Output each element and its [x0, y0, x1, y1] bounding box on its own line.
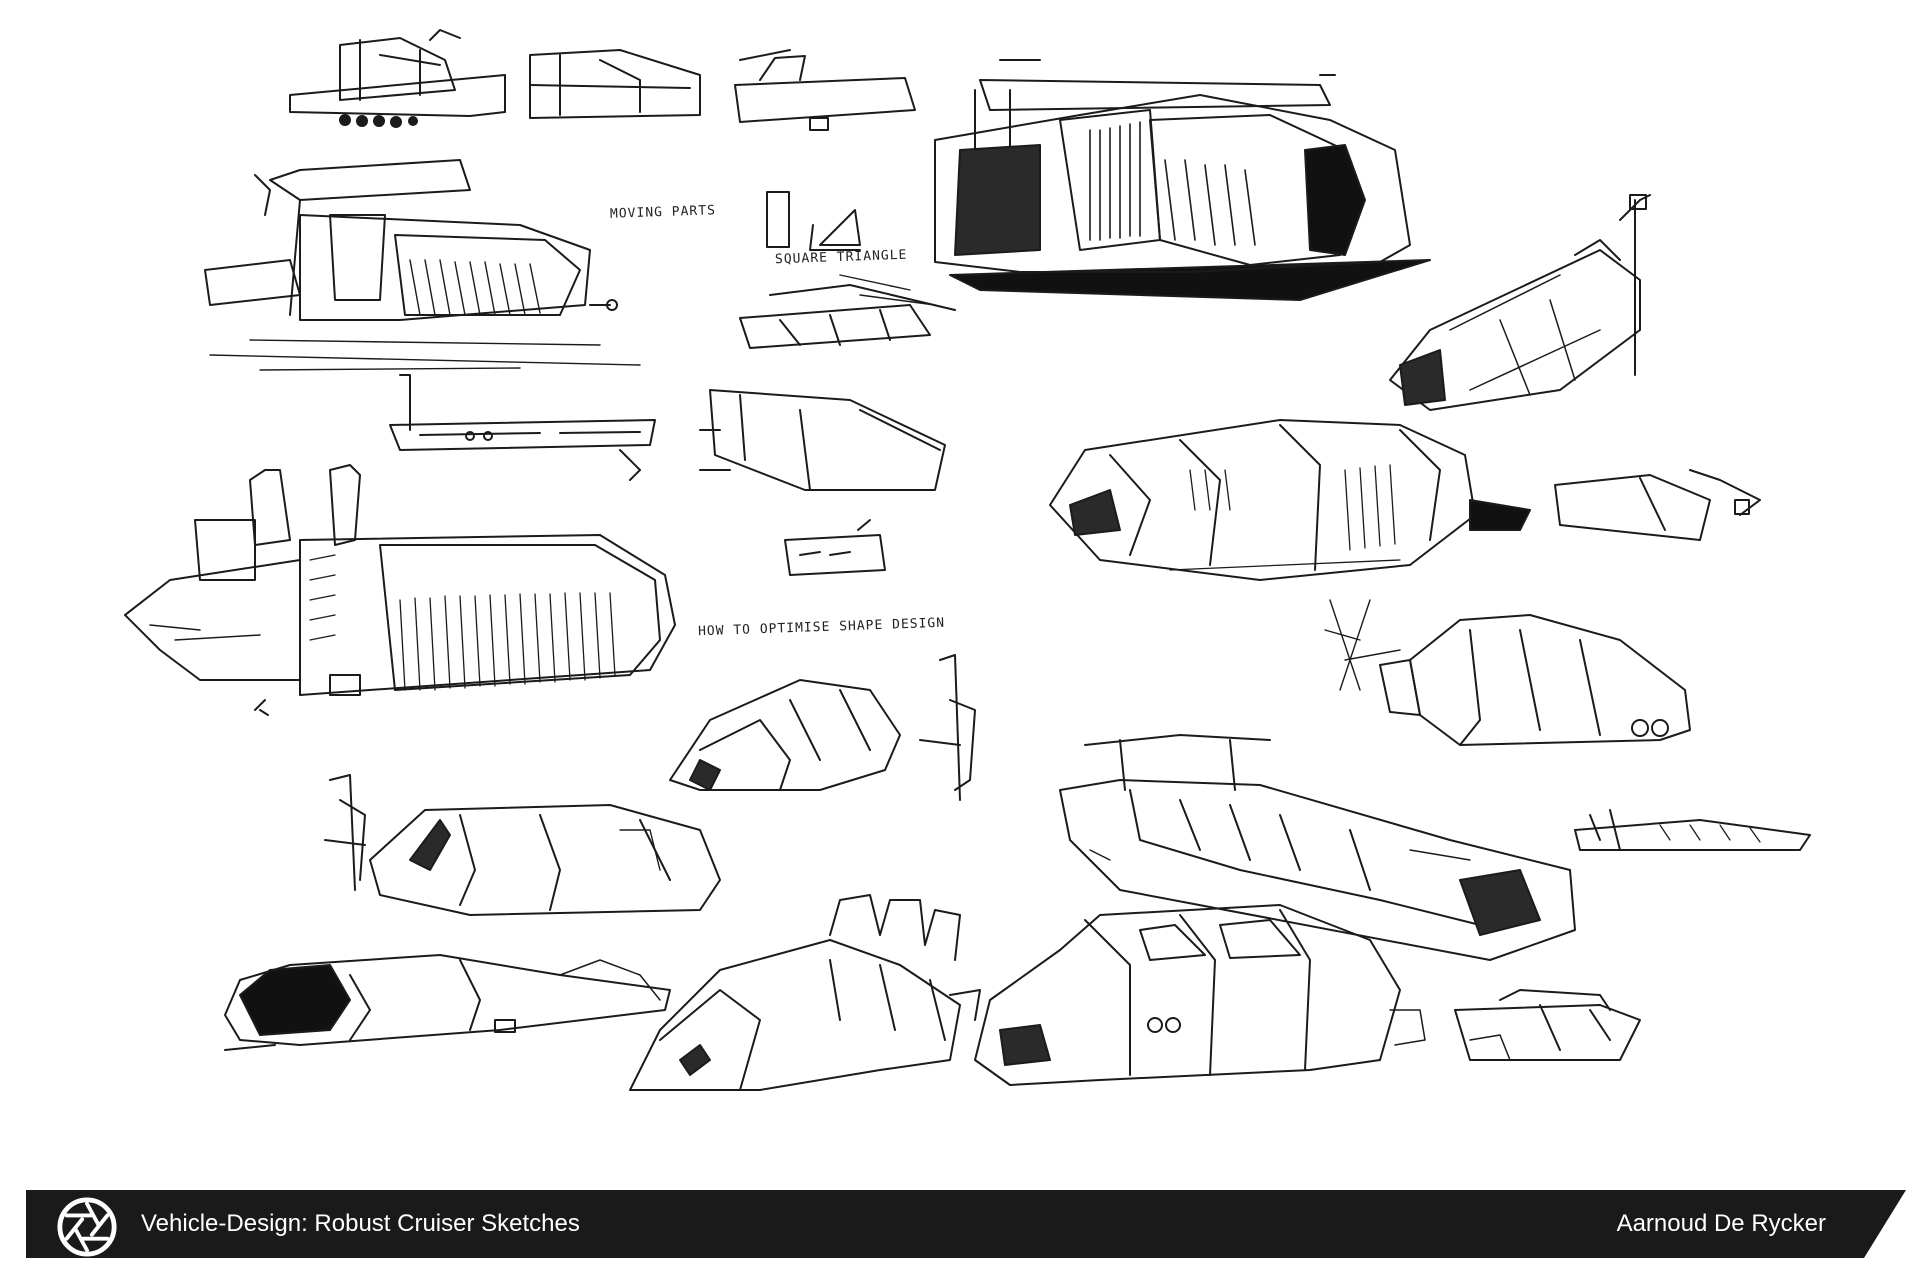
rotor-pod-sketch	[1324, 599, 1691, 746]
cabin-cruiser-sketch	[974, 904, 1426, 1086]
side-profile-sketch	[389, 374, 656, 481]
small-block-sketch	[1454, 989, 1641, 1061]
open-deck-boat-sketch	[1059, 734, 1576, 961]
footer-bar: Vehicle-Design: Robust Cruiser Sketches …	[26, 1190, 1906, 1258]
long-pod-cruiser-sketch	[1049, 419, 1531, 581]
tracked-vehicle-sketch	[289, 29, 506, 128]
crane-arm-pod-sketch	[669, 654, 976, 801]
inked-hover-truck-sketch	[934, 59, 1431, 301]
page-title: Vehicle-Design: Robust Cruiser Sketches	[141, 1210, 580, 1237]
dark-canopy-cruiser-sketch	[224, 954, 671, 1051]
wedge-block-sketch	[699, 389, 946, 491]
footer-background	[26, 1190, 1906, 1258]
fin-block-sketch	[734, 49, 916, 131]
long-blade-sketch	[1574, 809, 1811, 851]
wedge-study	[739, 274, 956, 349]
square-triangle-study	[766, 191, 861, 251]
author-name: Aarnoud De Rycker	[1616, 1210, 1826, 1237]
small-wedge-sketch	[1554, 469, 1761, 541]
rear-arm-pod-sketch	[324, 774, 721, 916]
camera-aperture-icon	[57, 1197, 117, 1257]
sketch-sheet	[124, 29, 1811, 1091]
heavy-cruiser-sketch	[124, 464, 676, 716]
cab-block-sketch	[529, 49, 701, 119]
vertical-pylon-pod-sketch	[1389, 194, 1651, 411]
small-part-sketch	[784, 519, 886, 576]
open-seat-cruiser-sketch	[629, 894, 981, 1091]
covered-cruiser-sketch	[204, 159, 641, 371]
